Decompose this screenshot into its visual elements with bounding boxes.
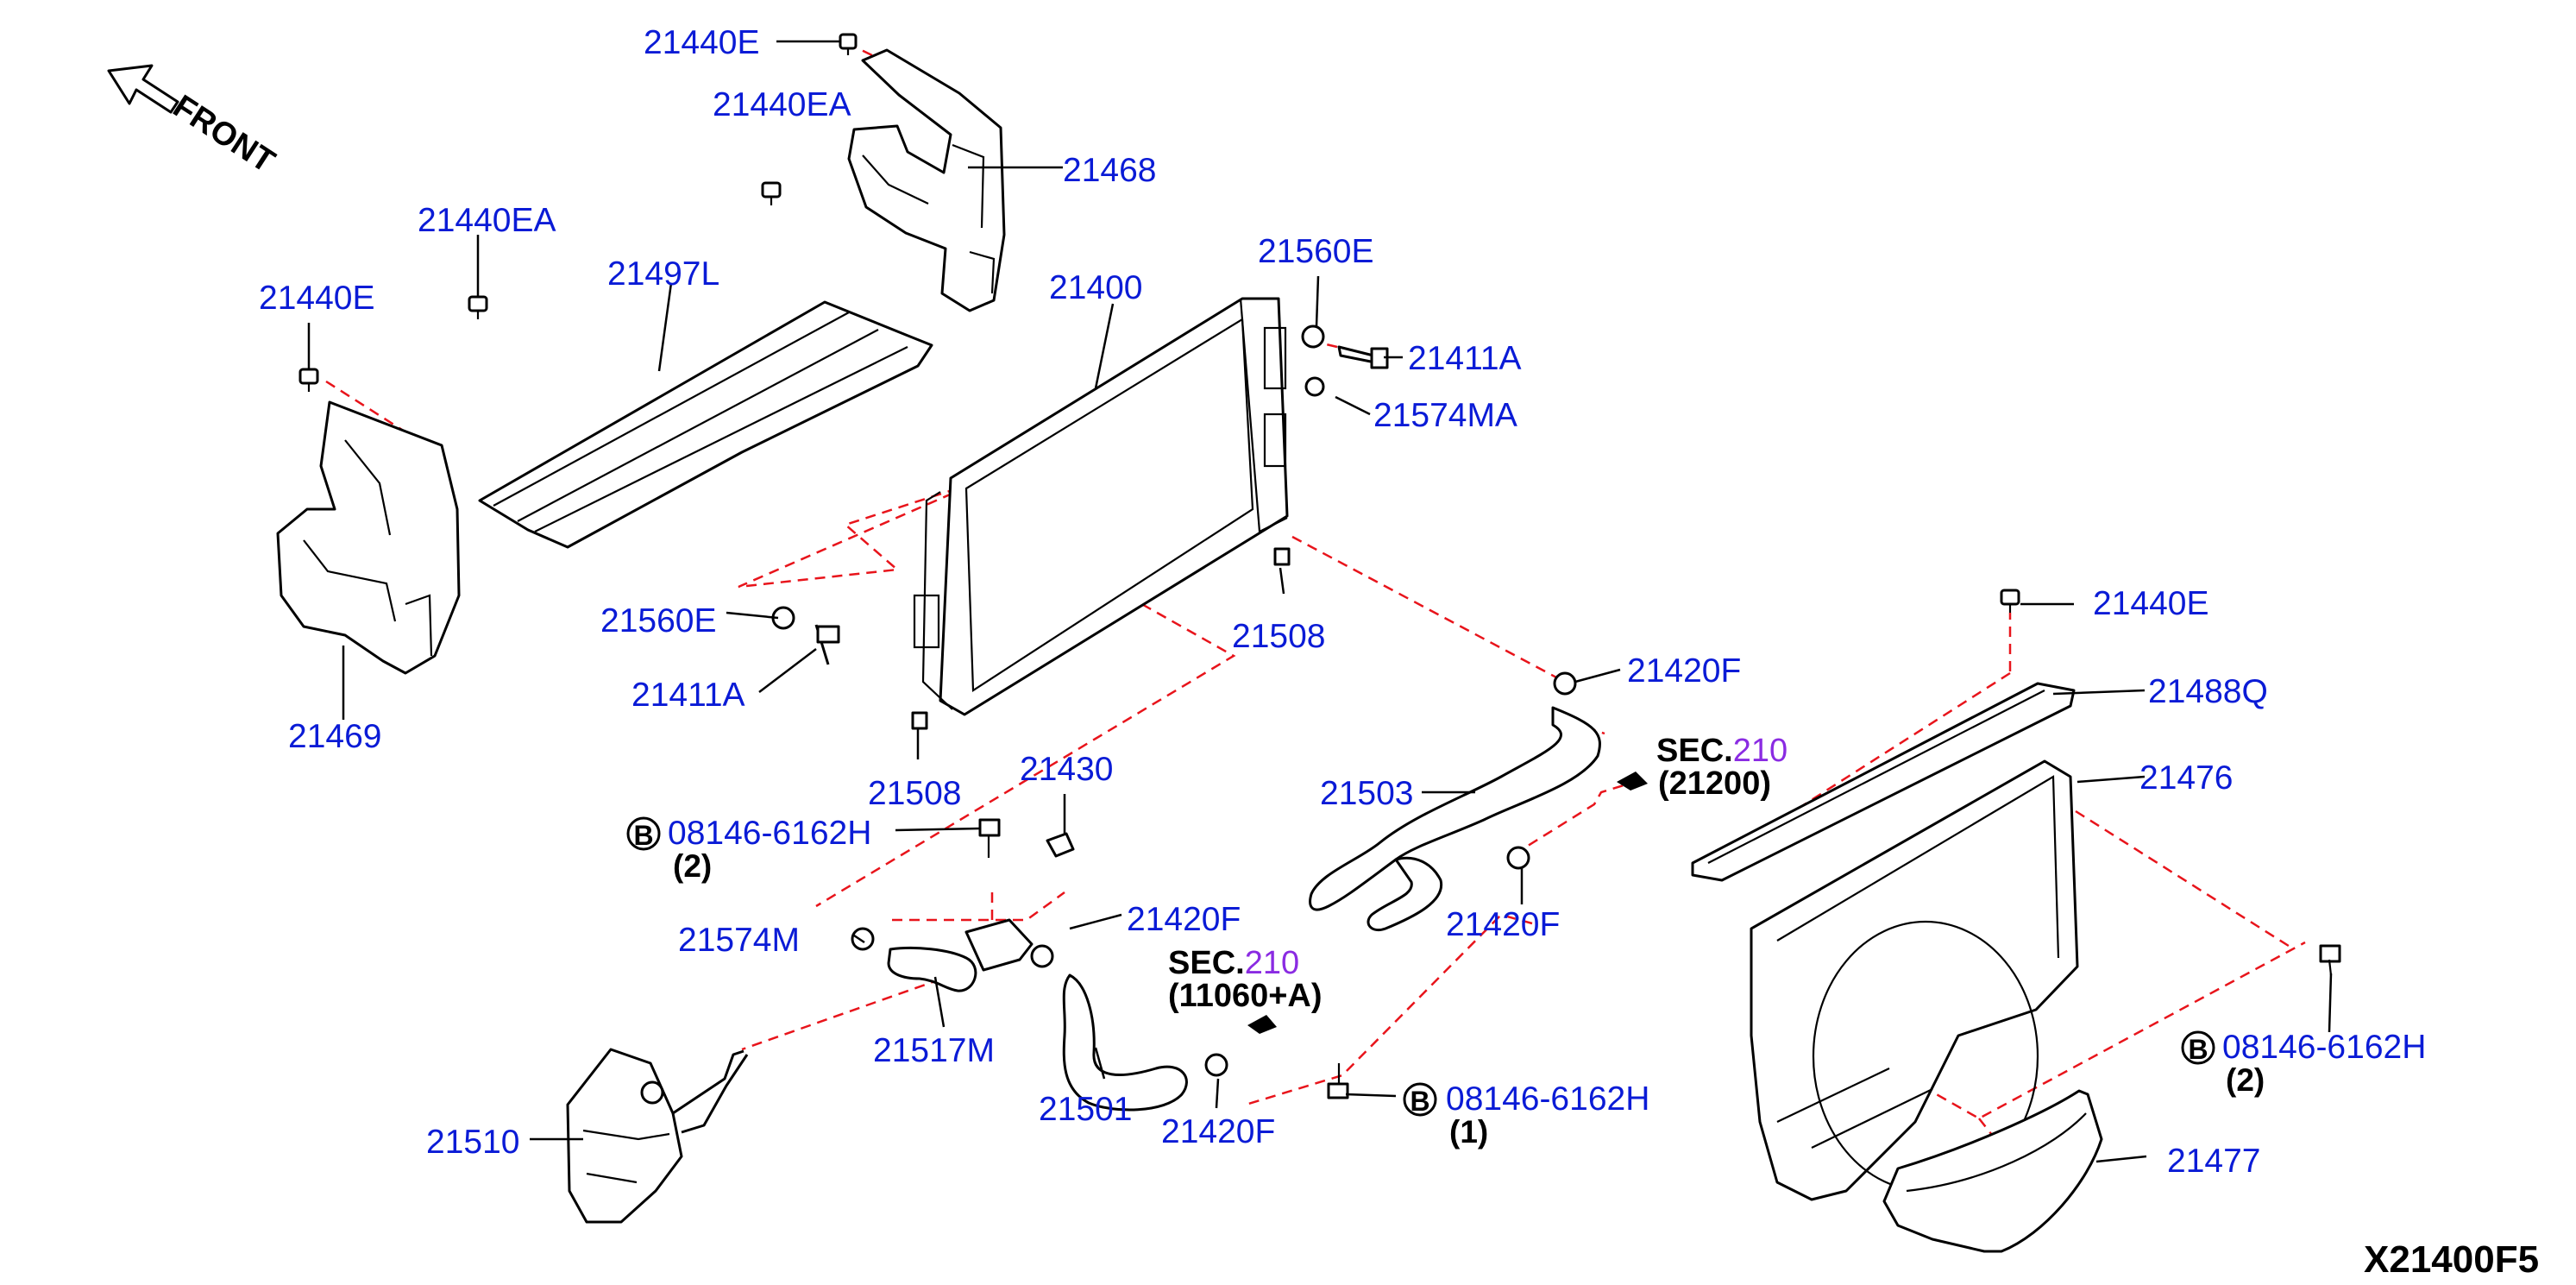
part-number-label: 21411A [1408,340,1522,377]
front-label: FRONT [166,88,281,180]
part-number-label: 21440EA [418,202,556,239]
bolt-icon [978,818,1001,858]
part-number-label: 21477 [2167,1143,2260,1180]
bolt-icon [814,624,840,665]
bracket-21468 [847,48,1006,312]
part-number-label: 21574M [678,922,800,959]
section-prefix: SEC. [1168,945,1245,981]
bolt-symbol: B [2188,1034,2208,1065]
lower-shroud-21477 [1882,1089,2103,1253]
part-number-label: 21476 [2139,759,2233,797]
part-number-label: 21420F [1446,906,1560,943]
hose-21503 [1309,706,1601,931]
cap-icon [1046,832,1075,858]
part-number-label: 21517M [873,1032,995,1069]
bolt-callout: B 08146-6162H (1) [1403,1080,1649,1150]
part-number-label: 21469 [288,718,381,755]
clip-icon [839,33,858,55]
clamp-icon [1204,1053,1228,1077]
clip-icon [2000,589,2020,613]
nut-icon [1273,547,1291,566]
svg-text:SEC.210: SEC.210 [1168,945,1299,981]
arrow-icon [1247,1015,1277,1034]
part-number-label: 21510 [426,1124,519,1161]
clip-icon [761,181,782,205]
hose-21501 [1062,973,1188,1112]
grommet-icon [1301,324,1325,349]
part-number-label: 21430 [1020,751,1113,788]
part-number-label: 21560E [1258,233,1373,270]
part-number-label: 21440EA [713,86,851,123]
part-number-label: 21508 [1232,618,1325,655]
bolt-callout: B 08146-6162H (2) [2181,1029,2426,1098]
part-number-label: 21503 [1320,775,1413,812]
part-number-label: 21411A [631,677,745,714]
part-number-label: 21508 [868,775,961,812]
section-subref: (11060+A) [1168,978,1323,1014]
part-number-label: 21420F [1127,901,1241,938]
front-indicator: FRONT [107,64,281,180]
section-prefix: SEC. [1656,733,1733,769]
clamp-icon [1030,944,1054,968]
bolt-symbol-circle [1403,1082,1437,1117]
clamp-icon [851,927,875,951]
section-subref: (21200) [1658,765,1771,802]
clamp-icon [1506,846,1530,870]
bolt-symbol: B [1410,1086,1429,1117]
part-number-label: 21420F [1627,652,1741,690]
reservoir-21510 [566,1048,749,1224]
part-number-label: 21497L [607,255,719,293]
figure-id: X21400F5 [2364,1238,2539,1281]
arrow-icon [1617,772,1648,791]
bolt-quantity: (2) [2226,1062,2265,1098]
part-number-label: 21501 [1039,1091,1132,1128]
bolt-part-number: 08146-6162H [668,815,871,852]
shroud-assembly [1691,682,2079,1201]
part-number-label: 21420F [1161,1113,1275,1150]
clamp-icon [1304,376,1325,397]
bolt-callout: B 08146-6162H (2) [626,815,871,884]
bolt-symbol: B [633,820,653,851]
bracket-21469 [276,400,461,675]
section-number: 210 [1245,945,1299,981]
bolt-icon [1337,345,1389,369]
part-number-label: 21440E [2093,585,2208,622]
radiator-21400 [913,297,1289,716]
part-number-label: 21440E [259,280,374,317]
part-number-label: 21488Q [2148,673,2268,710]
leader-lines [307,40,2333,1163]
arrow-icon [107,64,179,114]
fasteners [298,33,2341,1099]
callout-labels: 21440E 21440EA 21468 21440EA 21497L 2144… [259,24,2268,1180]
part-number-label: 21440E [644,24,759,61]
clip-icon [298,368,319,392]
clip-icon [468,295,488,319]
bolt-part-number: 08146-6162H [1446,1080,1649,1118]
bolt-symbol-circle [2181,1030,2215,1065]
part-number-label: 21468 [1063,152,1156,189]
part-number-label: 21574MA [1373,397,1517,434]
hose-21517M [887,918,1034,992]
seal-21497L [478,300,933,549]
bolt-quantity: (2) [673,848,712,884]
bolt-icon [1327,1063,1349,1099]
section-reference: SEC.210 (21200) [1656,733,1787,802]
section-reference: SEC.210 (11060+A) [1168,945,1323,1014]
section-number: 210 [1733,733,1787,769]
bolt-part-number: 08146-6162H [2222,1029,2426,1066]
part-number-label: 21560E [600,602,716,639]
bolt-symbol-circle [626,816,661,851]
bolt-icon [2319,944,2341,976]
clamp-icon [1553,671,1577,696]
bolt-quantity: (1) [1449,1114,1488,1150]
nut-icon [911,711,928,730]
part-number-label: 21400 [1049,269,1142,306]
svg-text:SEC.210: SEC.210 [1656,733,1787,769]
